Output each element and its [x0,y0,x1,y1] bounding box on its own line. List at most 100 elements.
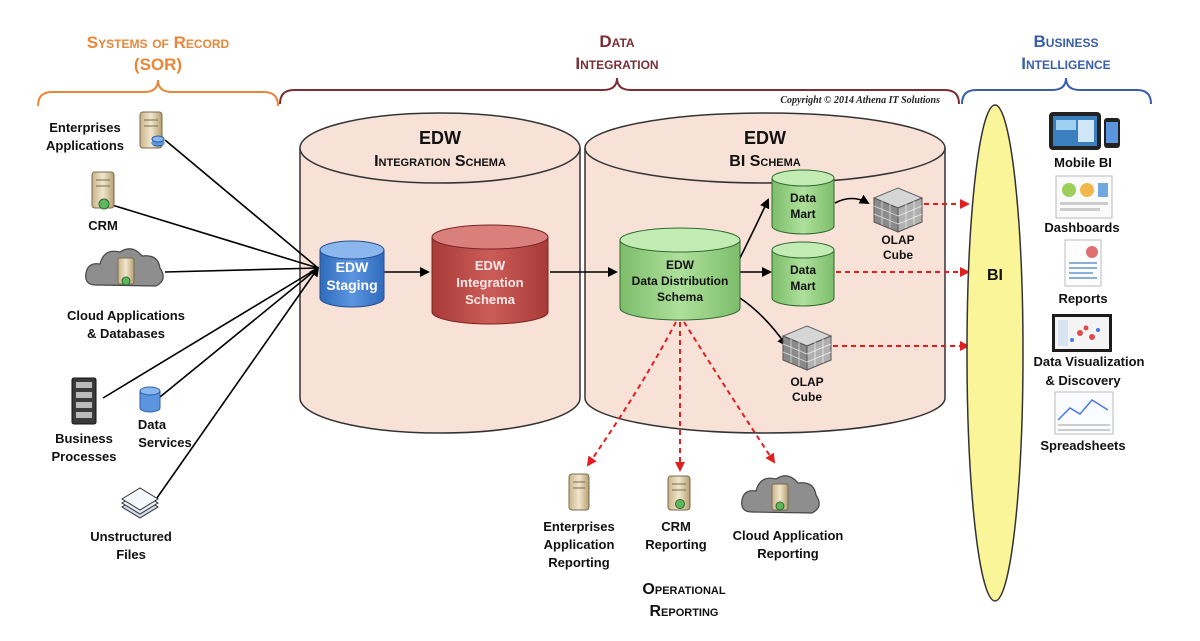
cloud-server-icon [741,475,820,514]
connector-unstructured-files [151,266,320,506]
sor-subtitle: (SOR) [134,55,182,74]
server-icon [667,475,691,511]
staging-label: EDW [336,259,369,275]
connector-crm [111,204,319,269]
arrow-mart1-to-olap1 [834,194,870,204]
edw-bi-cylinder: EDW BI Schema [584,112,946,434]
source-crm: CRM [88,171,118,233]
edw-staging-node: EDW Staging [319,240,385,308]
arrow-distribution-to-olap2 [739,297,788,347]
server-icon [91,171,115,210]
bi-output-mobile: Mobile BI [1049,112,1120,170]
tablet-icon [1049,112,1120,150]
bi-output-label: & Discovery [1045,373,1121,388]
report-icon [1064,239,1102,287]
edw-distribution-node: EDW Data Distribution Schema [619,227,741,321]
bi-output-label: Data Visualization [1033,354,1144,369]
operational-label: Application [544,537,615,552]
database-icon [139,386,161,413]
edw-bi-subtitle: BI Schema [729,153,801,170]
bi-subtitle: Intelligence [1021,54,1110,73]
source-label: Processes [51,449,116,464]
bi-header: Business Intelligence [961,32,1152,105]
bi-title: Business [1034,32,1099,51]
integration-bracket [279,77,960,105]
bi-output-label: Spreadsheets [1040,438,1125,453]
arrow-distribution-to-mart1 [737,198,770,263]
bi-output-dashboards: Dashboards [1044,175,1120,235]
bi-ellipse: BI [966,104,1024,602]
source-cloud: Cloud Applications & Databases [67,248,185,341]
cube-icon [872,187,924,233]
staging-label: Staging [326,277,377,293]
bi-output-label: Reports [1058,291,1107,306]
bi-output-label: Dashboards [1044,220,1119,235]
operational-subtitle: Reporting [649,603,718,620]
integration-header: Data Integration Copyright © 2014 Athena… [279,32,960,106]
source-enterprise-apps: Enterprises Applications [46,111,165,153]
integration-node-label: Integration [456,275,523,290]
bi-bracket [961,77,1152,105]
source-label: Applications [46,138,124,153]
edw-integration-node: EDW Integration Schema [431,224,549,325]
source-label: Cloud Applications [67,308,185,323]
bi-output-label: Mobile BI [1054,155,1112,170]
olap-label: OLAP [790,375,823,389]
data-mart-2: Data Mart [771,241,835,307]
edw-integration-title: EDW [419,128,461,148]
source-label: Unstructured [90,529,172,544]
data-mart-1: Data Mart [771,169,835,235]
integration-node-label: Schema [465,292,516,307]
mart-label: Mart [790,207,815,221]
files-icon [121,487,159,519]
operational-label: Cloud Application [733,528,844,543]
visualization-icon [1052,314,1112,352]
olap-label: Cube [792,390,822,404]
bi-output-visualization: Data Visualization & Discovery [1033,314,1145,388]
source-label: & Databases [87,326,165,341]
source-business-processes: Business Processes [51,377,117,464]
source-label: CRM [88,218,118,233]
distribution-label: Data Distribution [632,274,729,288]
operational-label: Reporting [757,546,818,561]
cube-icon [781,325,833,371]
olap-cube-2: OLAP Cube [781,325,833,404]
operational-reporting-title: Operational Reporting [642,581,725,620]
mart-label: Mart [790,279,815,293]
distribution-label: Schema [657,290,703,304]
integration-title: Data [599,32,634,51]
source-unstructured-files: Unstructured Files [90,487,172,562]
server-icon [139,111,165,149]
source-label: Files [116,547,146,562]
edw-integration-subtitle: Integration Schema [374,153,506,170]
bi-label: BI [987,267,1003,284]
source-label: Services [138,435,192,450]
operational-title: Operational [642,581,725,598]
server-rack-icon [71,377,97,425]
source-label: Data [138,417,167,432]
flow-arrows [383,194,870,347]
connector-enterprise-apps [164,139,319,269]
operational-cloud-reporting: Cloud Application Reporting [733,475,844,561]
sor-header: Systems of Record (SOR) [37,33,279,107]
operational-label: CRM [661,519,691,534]
edw-bi-title: EDW [744,128,786,148]
distribution-label: EDW [666,258,695,272]
connector-business-processes [102,267,319,399]
spreadsheet-icon [1054,391,1114,435]
integration-subtitle: Integration [575,54,658,73]
operational-label: Reporting [645,537,706,552]
copyright: Copyright © 2014 Athena IT Solutions [780,95,940,106]
dashboard-icon [1055,175,1113,219]
operational-label: Enterprises [543,519,615,534]
arrow-distribution-to-cloud-reporting [683,321,776,464]
bi-output-reports: Reports [1058,239,1108,306]
mart-label: Data [790,263,816,277]
cloud-server-icon [85,248,164,287]
source-connectors [102,139,320,506]
olap-label: OLAP [881,233,914,247]
operational-enterprise-reporting: Enterprises Application Reporting [543,473,615,570]
connector-data-services [159,267,319,398]
red-dashed-arrows [586,199,970,472]
